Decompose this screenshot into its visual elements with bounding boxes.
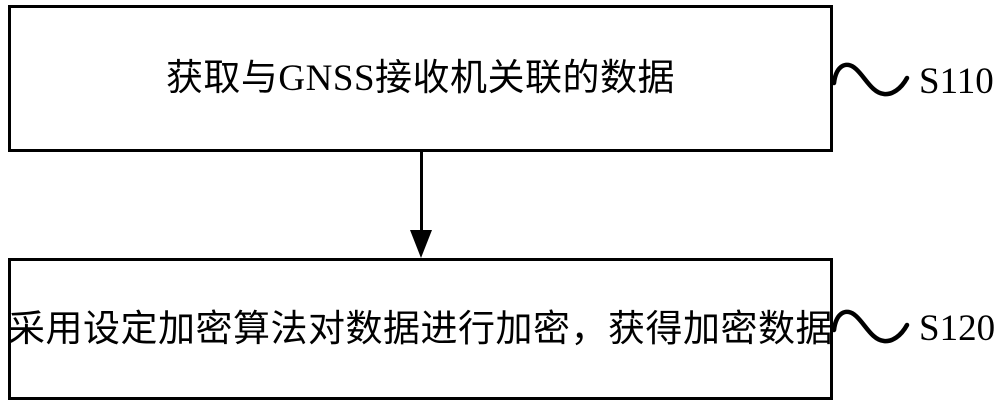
flow-step-box-s120: 采用设定加密算法对数据进行加密，获得加密数据 <box>8 258 833 400</box>
tilde-connector-icon-s120 <box>832 309 910 344</box>
flow-step-label-s110: 获取与GNSS接收机关联的数据 <box>165 58 676 99</box>
tilde-connector-icon-s110 <box>832 62 910 97</box>
step-id-s110: S110 <box>919 61 994 102</box>
step-id-s120: S120 <box>919 308 996 349</box>
flow-step-box-s110: 获取与GNSS接收机关联的数据 <box>8 5 833 152</box>
arrow-shaft <box>420 152 423 233</box>
arrow-head <box>410 230 432 258</box>
flow-step-label-s120: 采用设定加密算法对数据进行加密，获得加密数据 <box>8 308 833 350</box>
